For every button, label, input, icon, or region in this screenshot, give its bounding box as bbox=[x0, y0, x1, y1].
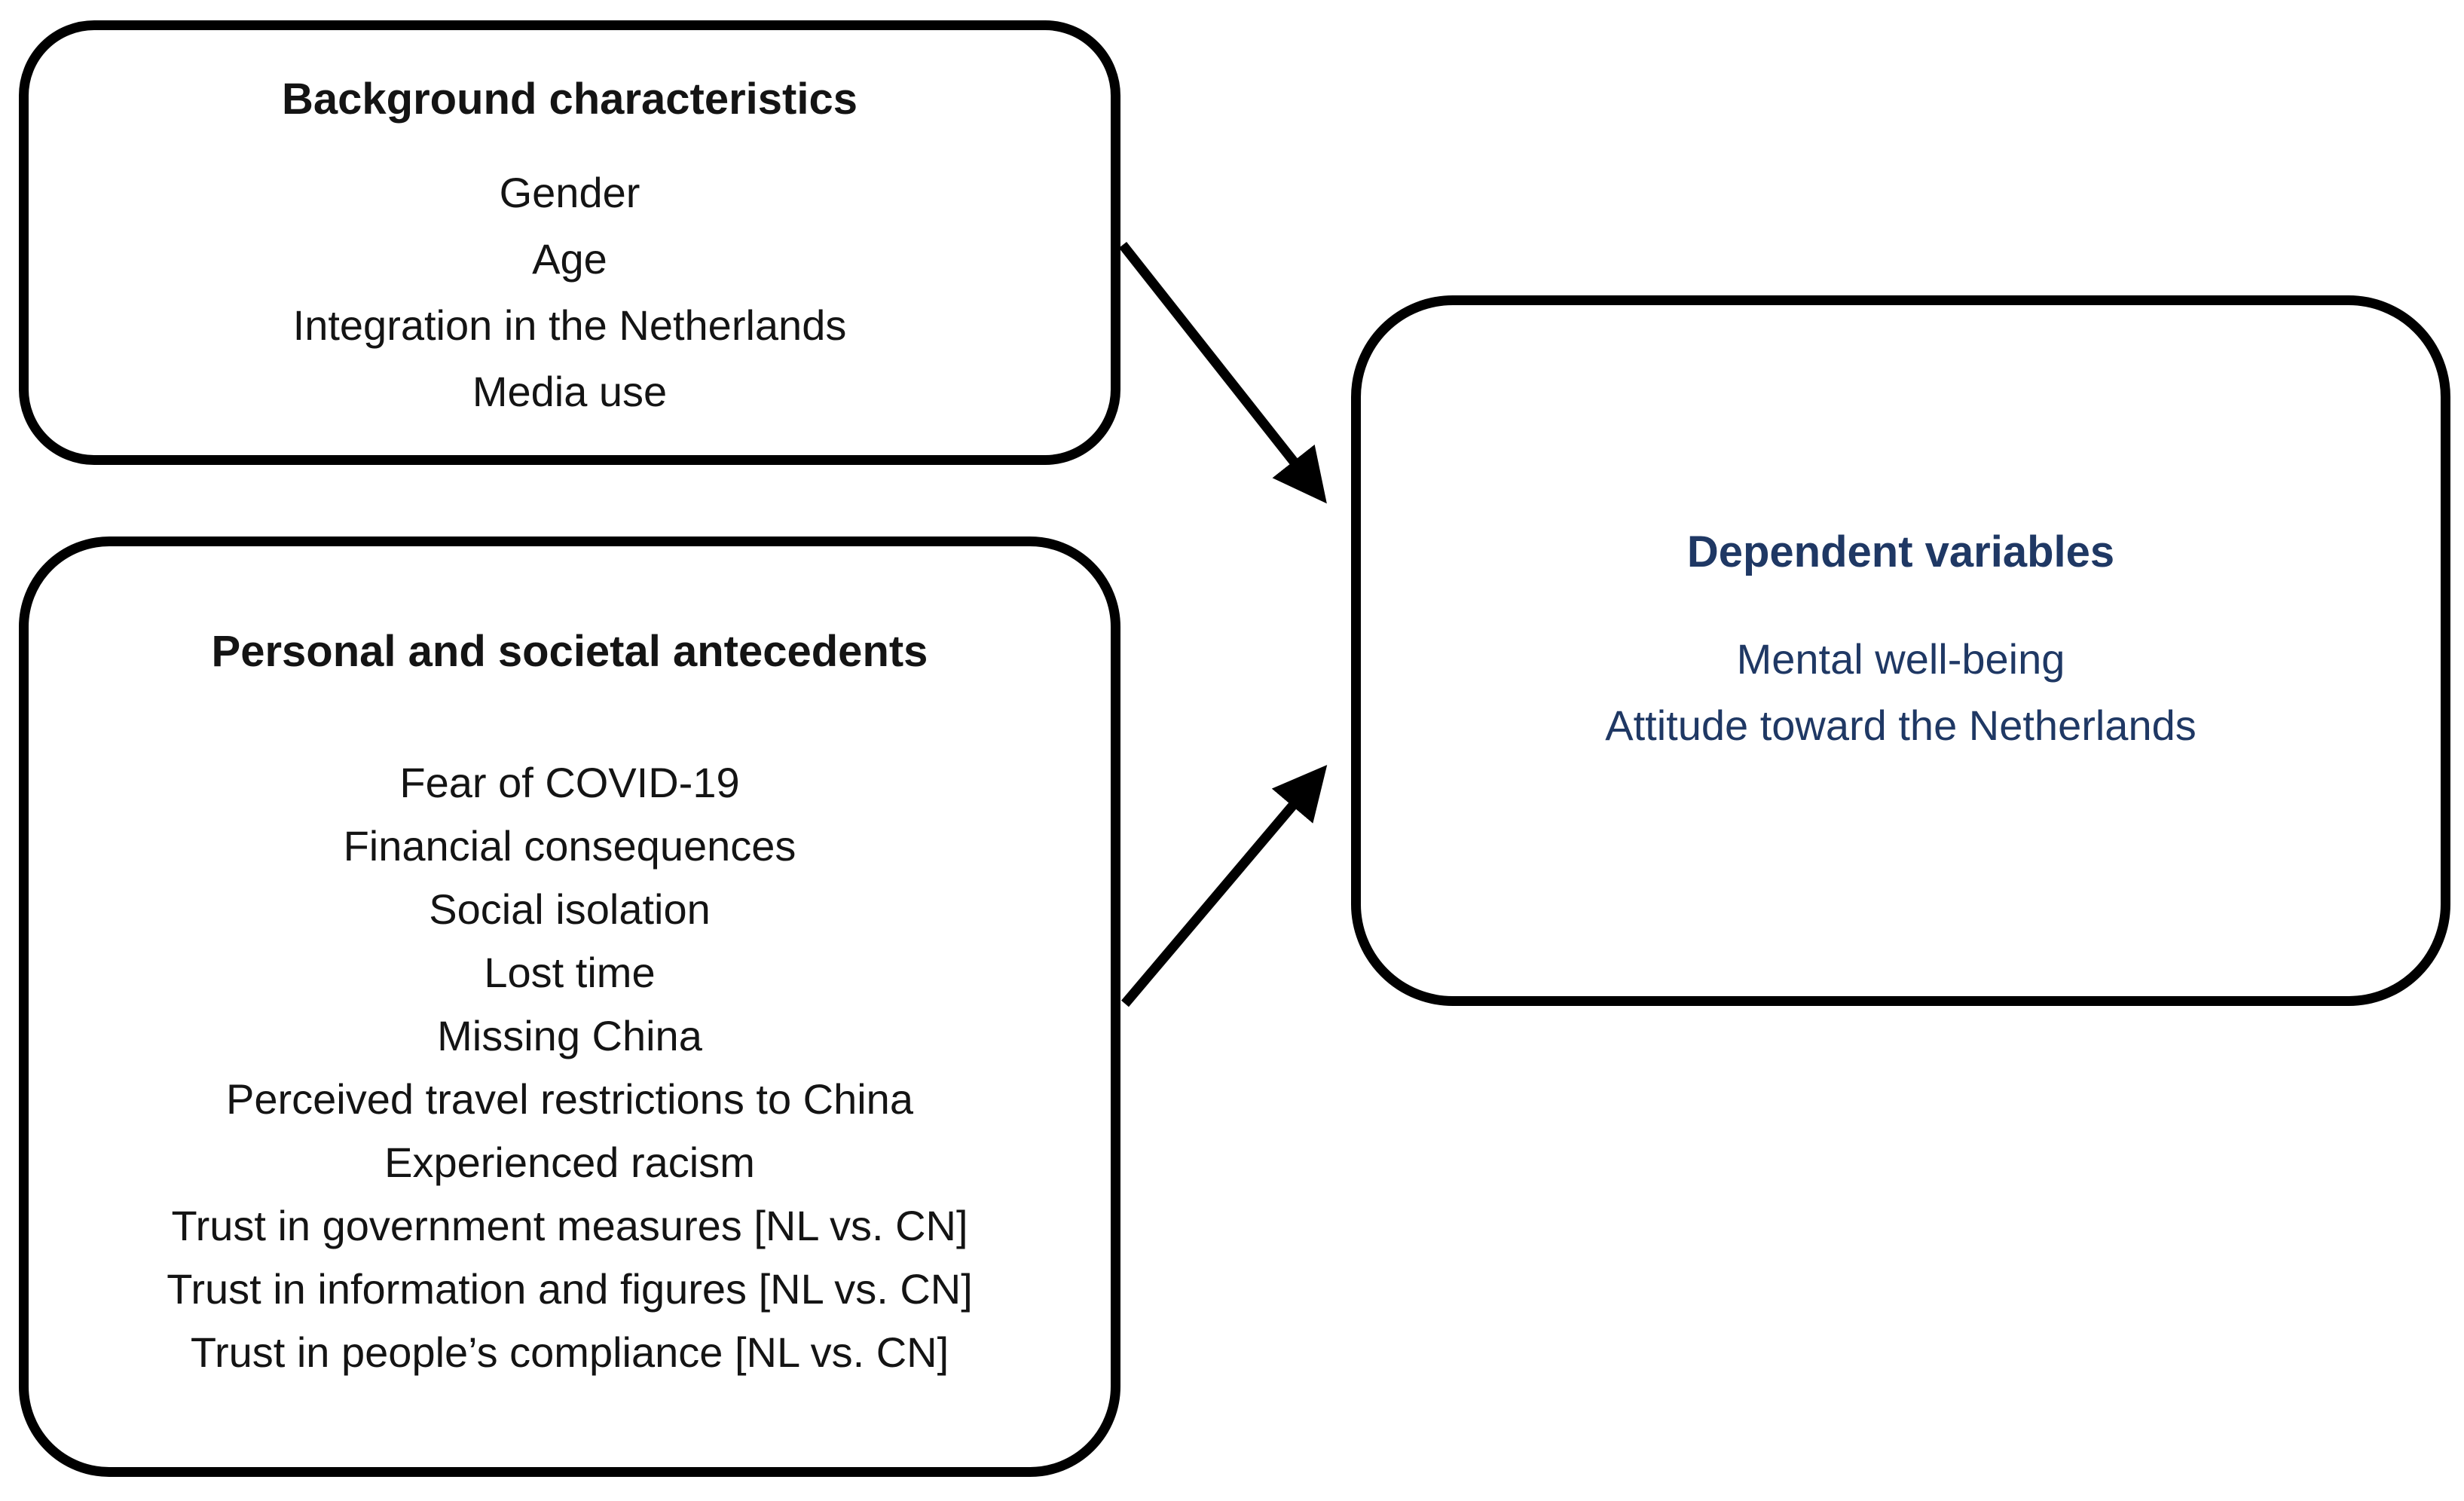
list-item: Integration in the Netherlands bbox=[292, 301, 847, 349]
list-item: Mental well-being bbox=[1736, 635, 2065, 683]
list-item: Financial consequences bbox=[343, 822, 796, 870]
dependent-box-title: Dependent variables bbox=[1686, 527, 2115, 576]
list-item: Social isolation bbox=[429, 885, 711, 933]
list-item: Media use bbox=[472, 368, 668, 415]
background-box-title: Background characteristics bbox=[282, 75, 858, 124]
list-item: Attitude toward the Netherlands bbox=[1605, 702, 2197, 749]
list-item: Gender bbox=[499, 169, 640, 216]
list-item: Perceived travel restrictions to China bbox=[226, 1075, 913, 1123]
list-item: Trust in information and figures [NL vs.… bbox=[167, 1265, 973, 1313]
list-item: Trust in people’s compliance [NL vs. CN] bbox=[190, 1328, 949, 1376]
list-item: Trust in government measures [NL vs. CN] bbox=[171, 1202, 968, 1249]
list-item: Fear of COVID-19 bbox=[399, 759, 740, 806]
list-item: Experienced racism bbox=[384, 1139, 755, 1186]
personal-societal-antecedents-box: Personal and societal antecedents Fear o… bbox=[19, 537, 1120, 1477]
list-item: Missing China bbox=[437, 1012, 702, 1059]
list-item: Age bbox=[532, 235, 607, 283]
arrow-background-to-dependent-icon bbox=[1118, 241, 1327, 504]
antecedents-box-title: Personal and societal antecedents bbox=[211, 627, 928, 676]
list-item: Lost time bbox=[484, 949, 656, 996]
arrow-antecedents-to-dependent-icon bbox=[1121, 765, 1328, 1007]
